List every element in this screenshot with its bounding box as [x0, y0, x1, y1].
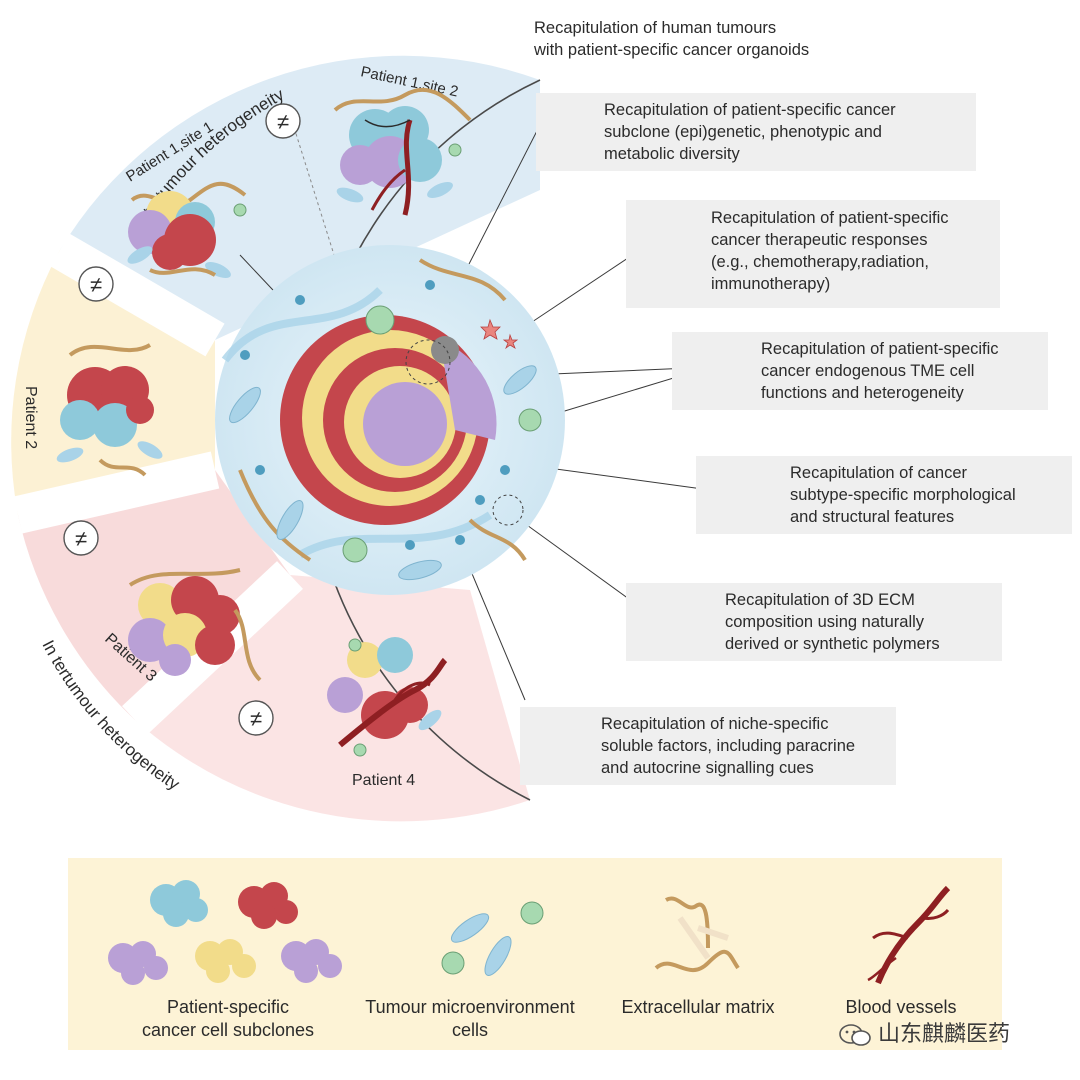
feature-text: Recapitulation of niche-specific soluble… — [601, 715, 856, 777]
svg-text:≠: ≠ — [75, 526, 87, 551]
not-equal-icon: ≠ — [63, 520, 99, 556]
feature-text: Recapitulation of patient-specific cance… — [711, 209, 949, 293]
svg-text:≠: ≠ — [277, 109, 289, 134]
vessel-legend-icon — [867, 885, 951, 985]
central-organoid — [215, 245, 565, 595]
feature-text: Recapitulation of patient-specific cance… — [761, 340, 999, 402]
organoid-patient-1-site-2 — [333, 87, 472, 216]
subclone-legend-icon — [108, 880, 342, 985]
patient-label: Patient 4 — [352, 772, 415, 789]
legend-label-subclones: Patient-specific cancer cell subclones — [141, 997, 315, 1040]
not-equal-icon: ≠ — [78, 266, 114, 302]
feature-box-subclone-diversity: Recapitulation of patient-specific cance… — [536, 93, 976, 171]
tme-legend-icon — [441, 901, 544, 976]
watermark-text: 山东麒麟医药 — [878, 1021, 1011, 1046]
feature-box-ecm: Recapitulation of 3D ECM composition usi… — [626, 583, 1002, 661]
legend-label-ecm: Extracellular matrix — [621, 997, 775, 1017]
organoid-patient-2 — [56, 343, 163, 477]
organoid-patient-4 — [327, 637, 448, 757]
feature-box-morphology: Recapitulation of cancer subtype-specifi… — [696, 456, 1072, 534]
svg-text:≠: ≠ — [250, 706, 262, 731]
legend-label-tme: Tumour microenvironment cells — [365, 997, 575, 1040]
feature-box-tme-cells: Recapitulation of patient-specific cance… — [672, 332, 1048, 410]
patient-label: Patient 2 — [22, 386, 39, 449]
watermark: 山东麒麟医药 — [838, 1016, 1010, 1048]
wechat-icon — [839, 1024, 871, 1046]
organoid-patient-3 — [128, 568, 262, 682]
feature-text: Recapitulation of 3D ECM composition usi… — [725, 591, 940, 653]
legend: Patient-specific cancer cell subclones T… — [68, 858, 1002, 1050]
not-equal-icon: ≠ — [265, 103, 301, 139]
not-equal-icon: ≠ — [238, 700, 274, 736]
ecm-legend-icon — [654, 896, 740, 973]
feature-text: Recapitulation of cancer subtype-specifi… — [790, 464, 1016, 526]
feature-box-soluble-factors: Recapitulation of niche-specific soluble… — [520, 707, 896, 785]
legend-label-blood-vessels: Blood vessels — [845, 997, 957, 1017]
feature-box-therapeutic-responses: Recapitulation of patient-specific cance… — [626, 200, 1000, 308]
not-equal-badges: ≠ ≠ ≠ ≠ — [63, 103, 301, 736]
organoid-patient-1-site-1 — [127, 181, 247, 279]
svg-text:≠: ≠ — [90, 272, 102, 297]
legend-icons — [108, 880, 951, 985]
header-title: Recapitulation of human tumours with pat… — [534, 19, 810, 59]
feature-text: Recapitulation of patient-specific cance… — [604, 101, 896, 163]
